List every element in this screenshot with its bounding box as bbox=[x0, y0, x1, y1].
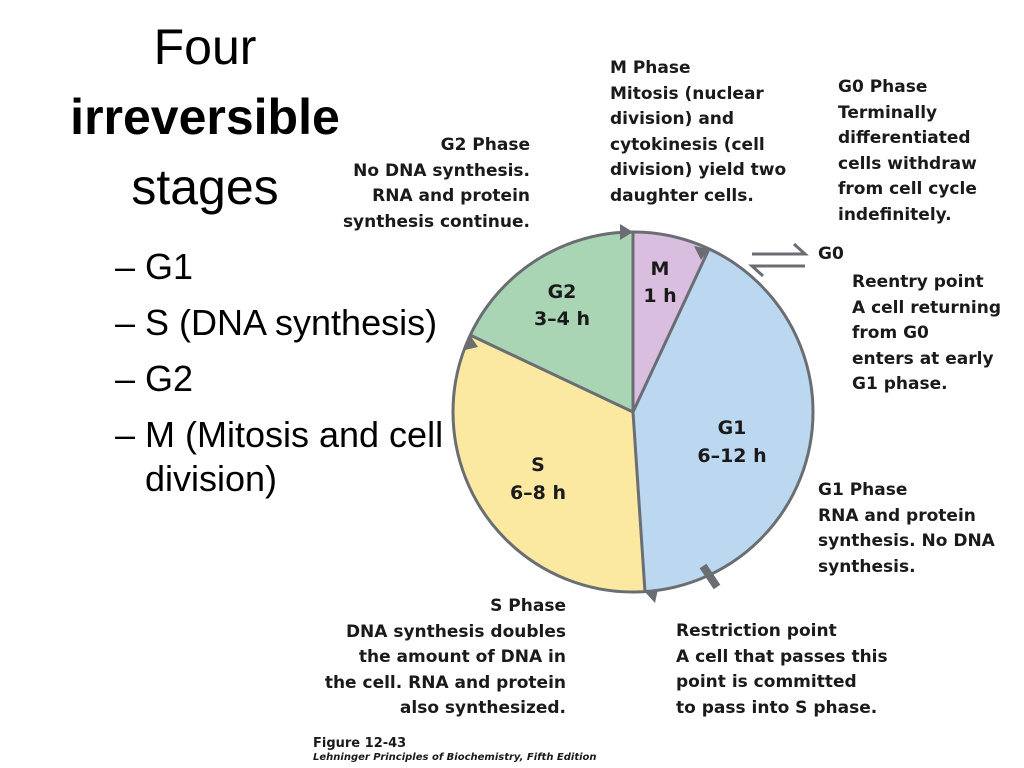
bullet-text: G1 bbox=[145, 246, 194, 287]
note-restriction-title: Restriction point bbox=[676, 621, 837, 641]
bullet-item-g1: – G1 bbox=[115, 245, 445, 289]
figure-source: Lehninger Principles of Biochemistry, Fi… bbox=[313, 752, 597, 763]
sector-label-s-name: S bbox=[531, 454, 545, 476]
g0-label: G0 bbox=[818, 244, 844, 264]
bullet-item-s: – S (DNA synthesis) bbox=[115, 301, 445, 345]
arrowhead-icon bbox=[620, 224, 633, 240]
sector-label-g2-name: G2 bbox=[548, 281, 577, 303]
note-restriction-point: Restriction point A cell that passes thi… bbox=[676, 619, 888, 721]
divider-s-g2 bbox=[469, 333, 634, 414]
note-g2-phase-title: G2 Phase bbox=[440, 135, 530, 155]
note-g0-phase-title: G0 Phase bbox=[838, 77, 928, 97]
sector-m bbox=[633, 232, 709, 412]
bullet-dash: – bbox=[115, 302, 136, 343]
note-g0-phase-body: Terminally differentiated cells withdraw… bbox=[838, 102, 977, 225]
restriction-point-marker bbox=[699, 563, 721, 590]
sector-label-g1-name: G1 bbox=[718, 417, 747, 439]
slide-title: Four irreversible stages bbox=[30, 12, 380, 222]
note-s-phase-body: DNA synthesis doubles the amount of DNA … bbox=[324, 621, 566, 719]
note-m-phase-title: M Phase bbox=[610, 58, 691, 78]
note-g1-phase: G1 Phase RNA and protein synthesis. No D… bbox=[818, 478, 995, 580]
note-g0-phase: G0 Phase Terminally differentiated cells… bbox=[838, 75, 977, 228]
title-line-3: stages bbox=[131, 159, 279, 215]
bullet-item-m: – M (Mitosis and cell division) bbox=[115, 413, 445, 501]
title-line-2: irreversible bbox=[70, 89, 340, 145]
note-g2-phase-body: No DNA synthesis. RNA and protein synthe… bbox=[342, 160, 530, 232]
sector-label-m-duration: 1 h bbox=[643, 285, 676, 307]
sector-g1 bbox=[633, 249, 814, 592]
note-s-phase-title: S Phase bbox=[490, 596, 566, 616]
sector-label-g2-duration: 3–4 h bbox=[534, 308, 590, 330]
bullet-item-g2: – G2 bbox=[115, 357, 445, 401]
divider-m-g1 bbox=[631, 248, 711, 413]
sector-g2 bbox=[470, 231, 633, 412]
arrowhead-icon bbox=[465, 335, 478, 350]
bullet-dash: – bbox=[115, 414, 136, 455]
bullet-text: S (DNA synthesis) bbox=[145, 302, 438, 343]
note-s-phase: S Phase DNA synthesis doubles the amount… bbox=[310, 594, 566, 722]
stage-bullet-list: – G1 – S (DNA synthesis) – G2 – M (Mitos… bbox=[115, 245, 445, 513]
note-g1-phase-body: RNA and protein synthesis. No DNA synthe… bbox=[818, 505, 995, 577]
note-reentry-title: Reentry point bbox=[852, 272, 984, 292]
figure-caption: Figure 12-43 Lehninger Principles of Bio… bbox=[313, 736, 597, 764]
sector-s bbox=[452, 335, 645, 593]
arrowhead-icon bbox=[645, 589, 658, 603]
bullet-dash: – bbox=[115, 358, 136, 399]
sector-label-g1-duration: 6–12 h bbox=[697, 445, 766, 467]
bullet-dash: – bbox=[115, 246, 136, 287]
figure-number: Figure 12-43 bbox=[313, 736, 407, 751]
sector-label-s-duration: 6–8 h bbox=[510, 482, 566, 504]
cell-cycle-wheel: M 1 h G2 3–4 h G1 6–12 h S 6–8 h bbox=[451, 224, 815, 603]
bullet-text: M (Mitosis and cell division) bbox=[145, 414, 444, 499]
note-g2-phase: G2 Phase No DNA synthesis. RNA and prote… bbox=[330, 133, 530, 235]
sector-label-m-name: M bbox=[651, 258, 670, 280]
note-reentry-body: A cell returning from G0 enters at early… bbox=[852, 297, 1001, 395]
note-reentry-point: Reentry point A cell returning from G0 e… bbox=[852, 270, 1001, 398]
arrowhead-icon bbox=[694, 246, 709, 260]
title-line-1: Four bbox=[153, 19, 257, 75]
note-restriction-body: A cell that passes this point is committ… bbox=[676, 646, 888, 718]
note-m-phase: M Phase Mitosis (nuclear division) and c… bbox=[610, 56, 786, 209]
divider-g1-s bbox=[631, 411, 647, 593]
g0-exchange-arrows-icon bbox=[748, 242, 809, 278]
note-m-phase-body: Mitosis (nuclear division) and cytokines… bbox=[610, 83, 787, 206]
note-g1-phase-title: G1 Phase bbox=[818, 480, 908, 500]
bullet-text: G2 bbox=[145, 358, 194, 399]
